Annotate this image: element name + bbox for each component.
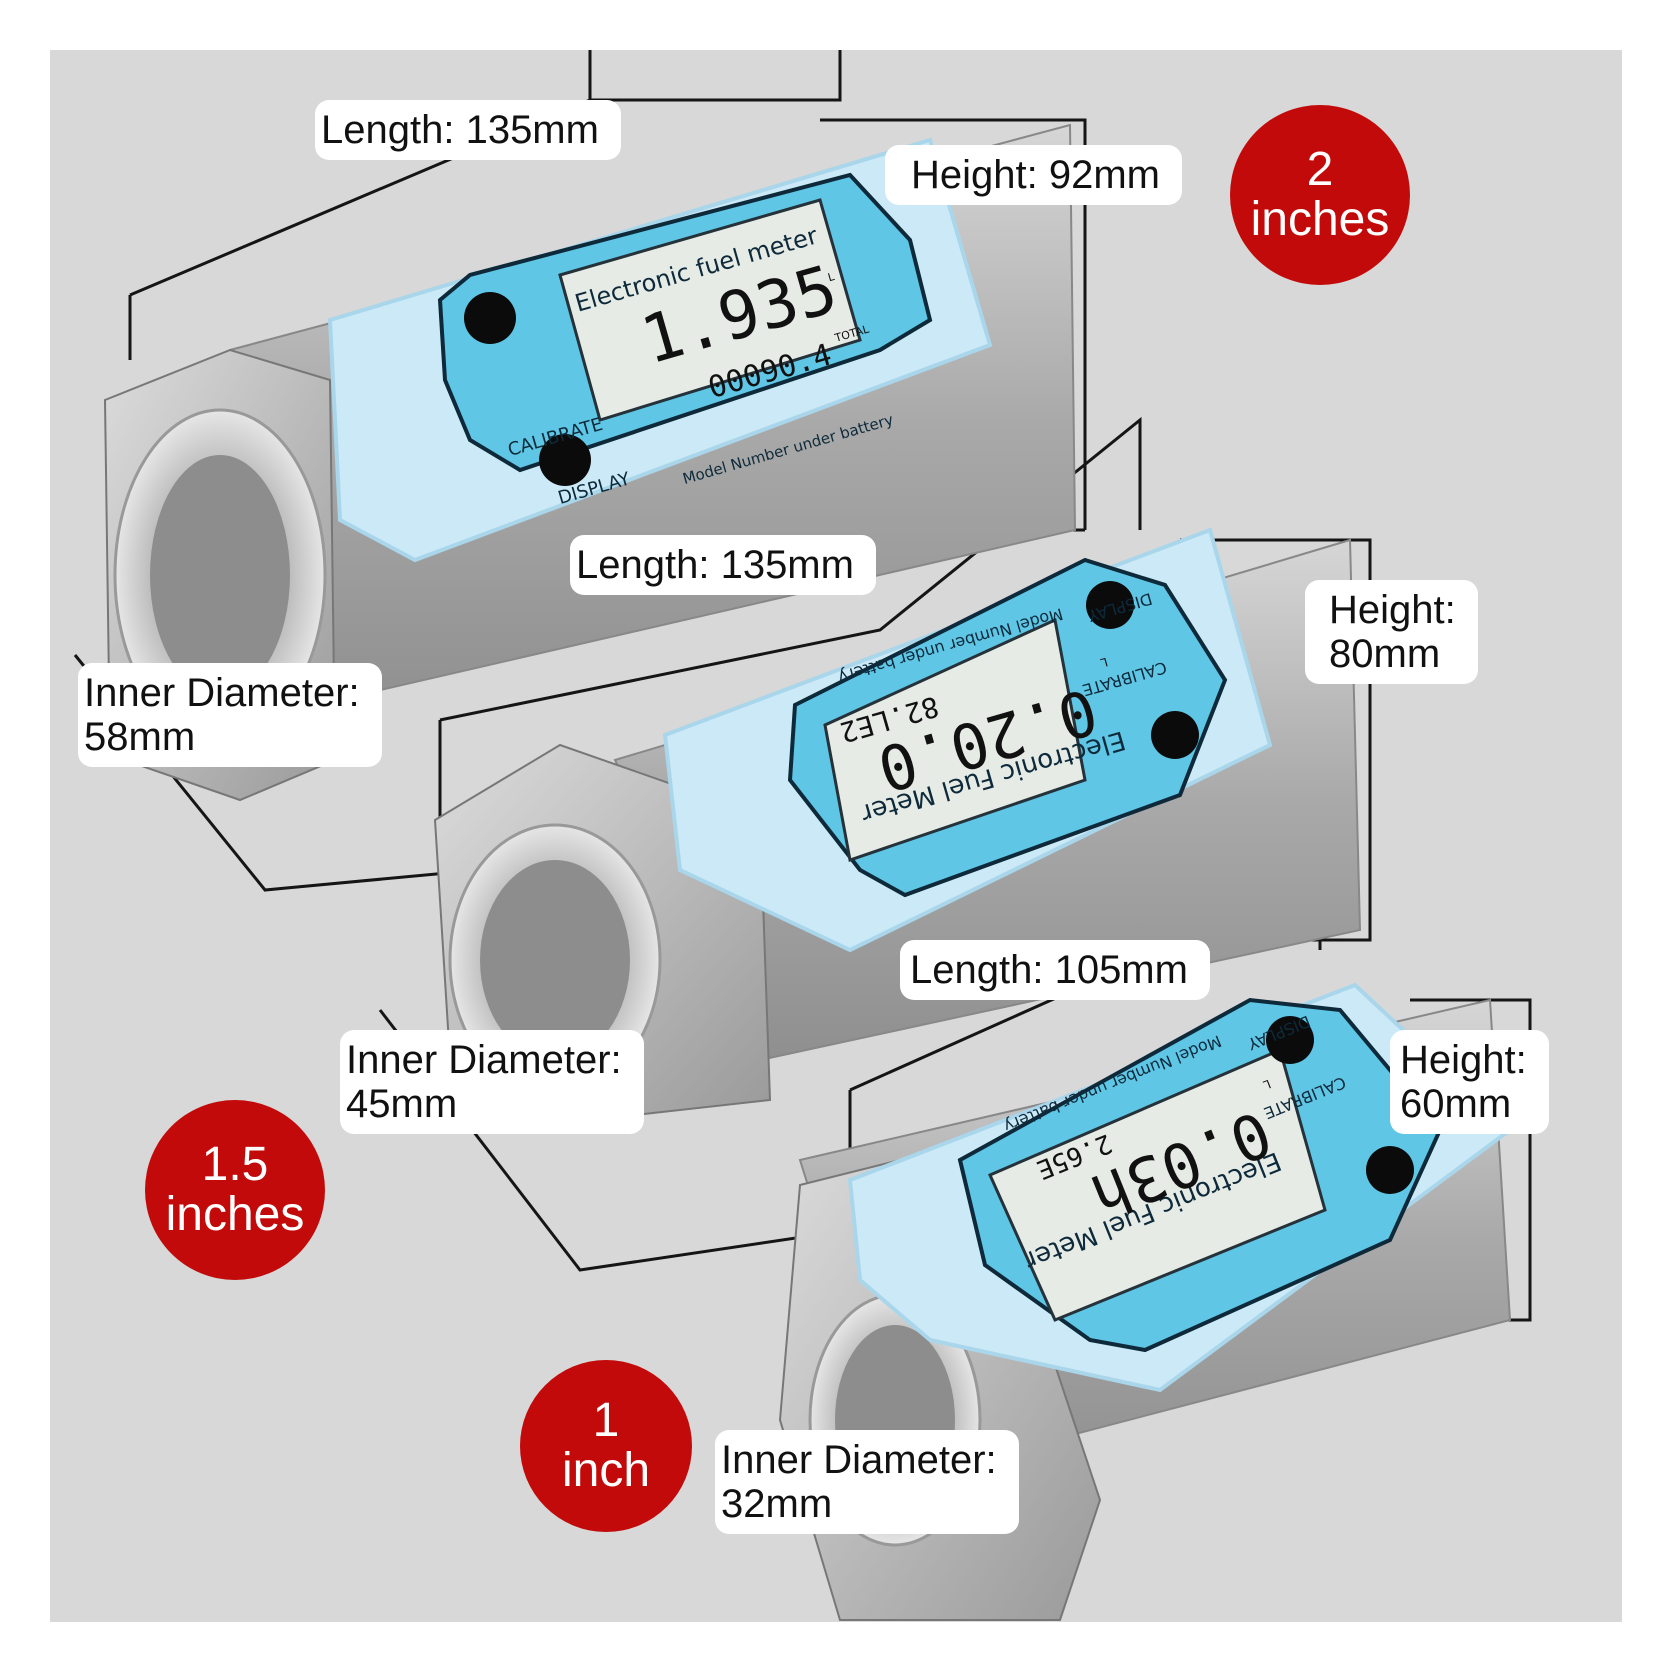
- diameter-label-2-inch: Inner Diameter: 58mm: [78, 663, 382, 767]
- length-label-1-5-inch: Length: 135mm: [570, 535, 876, 595]
- lcd-unit-label: L: [826, 270, 836, 284]
- meter-1-5-inch: Electronic Fuel Meter 0.20.0 82.LE2 L CA…: [433, 527, 1362, 1122]
- lcd-unit-label: L: [1099, 655, 1110, 670]
- length-label-1-inch: Length: 105mm: [900, 940, 1210, 1000]
- height-label-1-inch: Height: 60mm: [1390, 1030, 1549, 1134]
- diameter-label-1-inch: Inner Diameter: 32mm: [715, 1430, 1019, 1534]
- meter-1-inch: Electronic Fuel Meter 0.03h 2.65E L CALI…: [778, 982, 1514, 1621]
- fuel-meters-illustration: Electronic fuel meter 1.935 00090.4 TOTA…: [73, 50, 1532, 1621]
- length-label-2-inch: Length: 135mm: [315, 100, 621, 160]
- height-label-2-inch: Height: 92mm: [885, 145, 1182, 205]
- height-label-1-5-inch: Height: 80mm: [1305, 580, 1478, 684]
- lcd-unit-label: L: [1261, 1077, 1273, 1093]
- product-photo: Electronic fuel meter 1.935 00090.4 TOTA…: [50, 50, 1622, 1622]
- diameter-label-1-5-inch: Inner Diameter: 45mm: [340, 1030, 644, 1134]
